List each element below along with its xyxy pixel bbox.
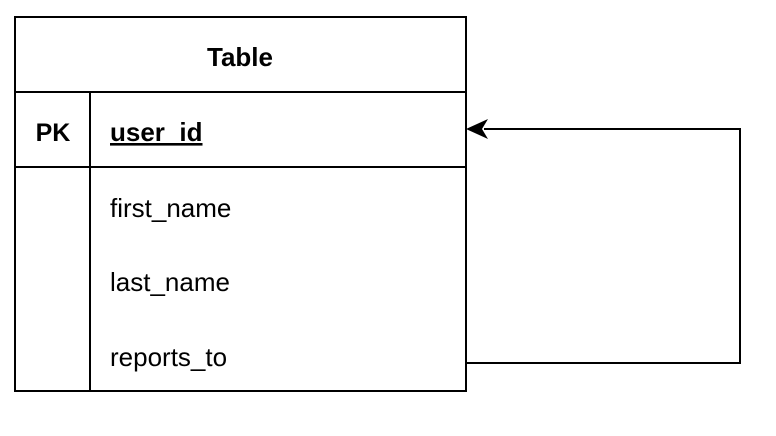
field-reports-to: reports_to xyxy=(110,342,227,372)
field-first-name: first_name xyxy=(110,193,231,223)
pk-label: PK xyxy=(36,119,71,147)
entity-table: Table PK user_id first_name last_name re… xyxy=(14,16,467,392)
self-reference-relationship xyxy=(466,119,741,364)
open-arrow-icon xyxy=(466,119,488,139)
field-last-name: last_name xyxy=(110,267,230,297)
table-title: Table xyxy=(207,42,273,72)
table-border xyxy=(14,16,467,392)
primary-key-field: user_id xyxy=(110,117,203,147)
relationship-connector xyxy=(466,128,741,364)
